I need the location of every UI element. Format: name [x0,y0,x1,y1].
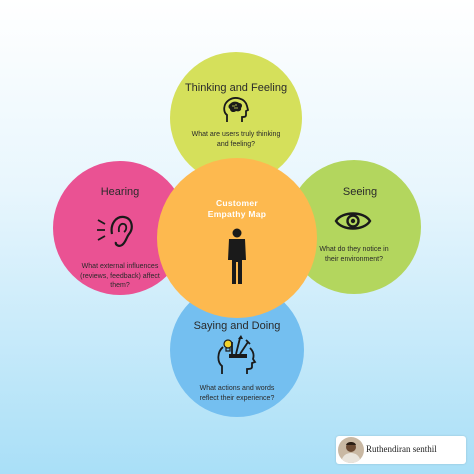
hearing-desc-line-3: them? [110,282,130,289]
thinking-feeling-description: What are users truly thinking and feelin… [180,130,292,149]
saying-doing-title: Saying and Doing [193,320,281,332]
center-title-line-1: Customer [215,198,259,208]
avatar [338,437,364,463]
author-name: Ruthendiran senthil [366,444,437,454]
brain-head-icon [223,97,250,122]
customer-empathy-circle [157,158,317,318]
saying-desc-line-1: What actions and words [199,385,275,392]
thinking-feeling-title: Thinking and Feeling [184,82,288,94]
center-title: Customer Empathy Map [187,198,287,220]
center-title-line-2: Empathy Map [207,209,267,219]
thinking-desc-line-2: and feeling? [216,140,256,148]
author-badge[interactable]: Ruthendiran senthil [336,436,466,464]
hearing-desc-line-2: (reviews, feedback) affect [80,272,160,280]
head-tools-icon [217,335,257,374]
hearing-title: Hearing [100,186,140,198]
thinking-desc-line-1: What are users truly thinking [191,131,281,138]
ear-icon [97,215,133,247]
seeing-desc-line-2: their environment? [325,255,383,263]
hearing-desc-line-1: What external influences [81,263,159,270]
hearing-description: What external influences (reviews, feedb… [68,262,172,291]
saying-doing-description: What actions and words reflect their exp… [182,384,292,403]
person-icon [228,228,246,284]
eye-icon [334,212,372,230]
seeing-description: What do they notice in their environment… [304,245,404,264]
saying-desc-line-2: reflect their experience? [199,394,275,402]
seeing-desc-line-1: What do they notice in [319,246,389,253]
seeing-title: Seeing [342,186,378,198]
